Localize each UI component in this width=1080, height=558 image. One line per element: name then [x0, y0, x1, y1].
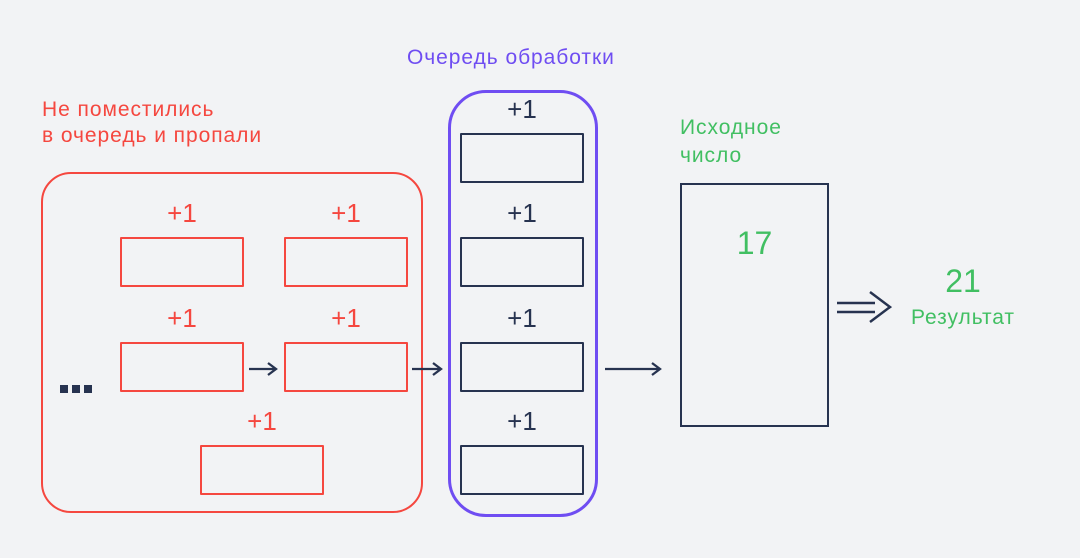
lost-item-box [120, 237, 244, 287]
queue-item-box [460, 342, 584, 392]
source-number-title: Исходное число [680, 114, 782, 170]
plus-one-label: +1 [167, 198, 197, 228]
lost-item-box [284, 342, 408, 392]
plus-one-label: +1 [507, 94, 537, 124]
queue-item: +1 [460, 305, 584, 392]
lost-item-box [120, 342, 244, 392]
lost-item: +1 [120, 305, 244, 392]
result: 21 Результат [880, 264, 1046, 330]
plus-one-label: +1 [331, 303, 361, 333]
queue-container [448, 90, 598, 517]
queue-item: +1 [460, 96, 584, 183]
plus-one-label: +1 [331, 198, 361, 228]
plus-one-label: +1 [247, 406, 277, 436]
queue-item: +1 [460, 200, 584, 287]
lost-item: +1 [200, 408, 324, 495]
source-number-box [680, 183, 829, 427]
lost-group-title-line1: Не поместились [42, 98, 215, 121]
result-label: Результат [910, 306, 1015, 329]
queue-item-box [460, 133, 584, 183]
lost-item: +1 [120, 200, 244, 287]
ellipsis-icon [60, 385, 92, 393]
lost-group-container [41, 172, 423, 513]
source-number-value: 17 [736, 225, 773, 261]
double-arrow-icon [837, 291, 892, 323]
lost-item-box [284, 237, 408, 287]
result-value: 21 [945, 263, 981, 299]
plus-one-label: +1 [167, 303, 197, 333]
arrow-right-icon [249, 362, 278, 376]
lost-item: +1 [284, 200, 408, 287]
source-number-title-line2: число [680, 144, 743, 167]
queue-item: +1 [460, 408, 584, 495]
queue-item-box [460, 237, 584, 287]
plus-one-label: +1 [507, 198, 537, 228]
queue-title: Очередь обработки [407, 46, 615, 69]
lost-group-title: Не поместились в очередь и пропали [42, 97, 262, 149]
arrow-right-icon [412, 362, 443, 376]
arrow-right-icon [605, 362, 662, 376]
source-number-title-line1: Исходное [680, 116, 782, 139]
lost-item-box [200, 445, 324, 495]
queue-item-box [460, 445, 584, 495]
lost-group-title-line2: в очередь и пропали [42, 124, 263, 147]
plus-one-label: +1 [507, 303, 537, 333]
plus-one-label: +1 [507, 406, 537, 436]
lost-item: +1 [284, 305, 408, 392]
